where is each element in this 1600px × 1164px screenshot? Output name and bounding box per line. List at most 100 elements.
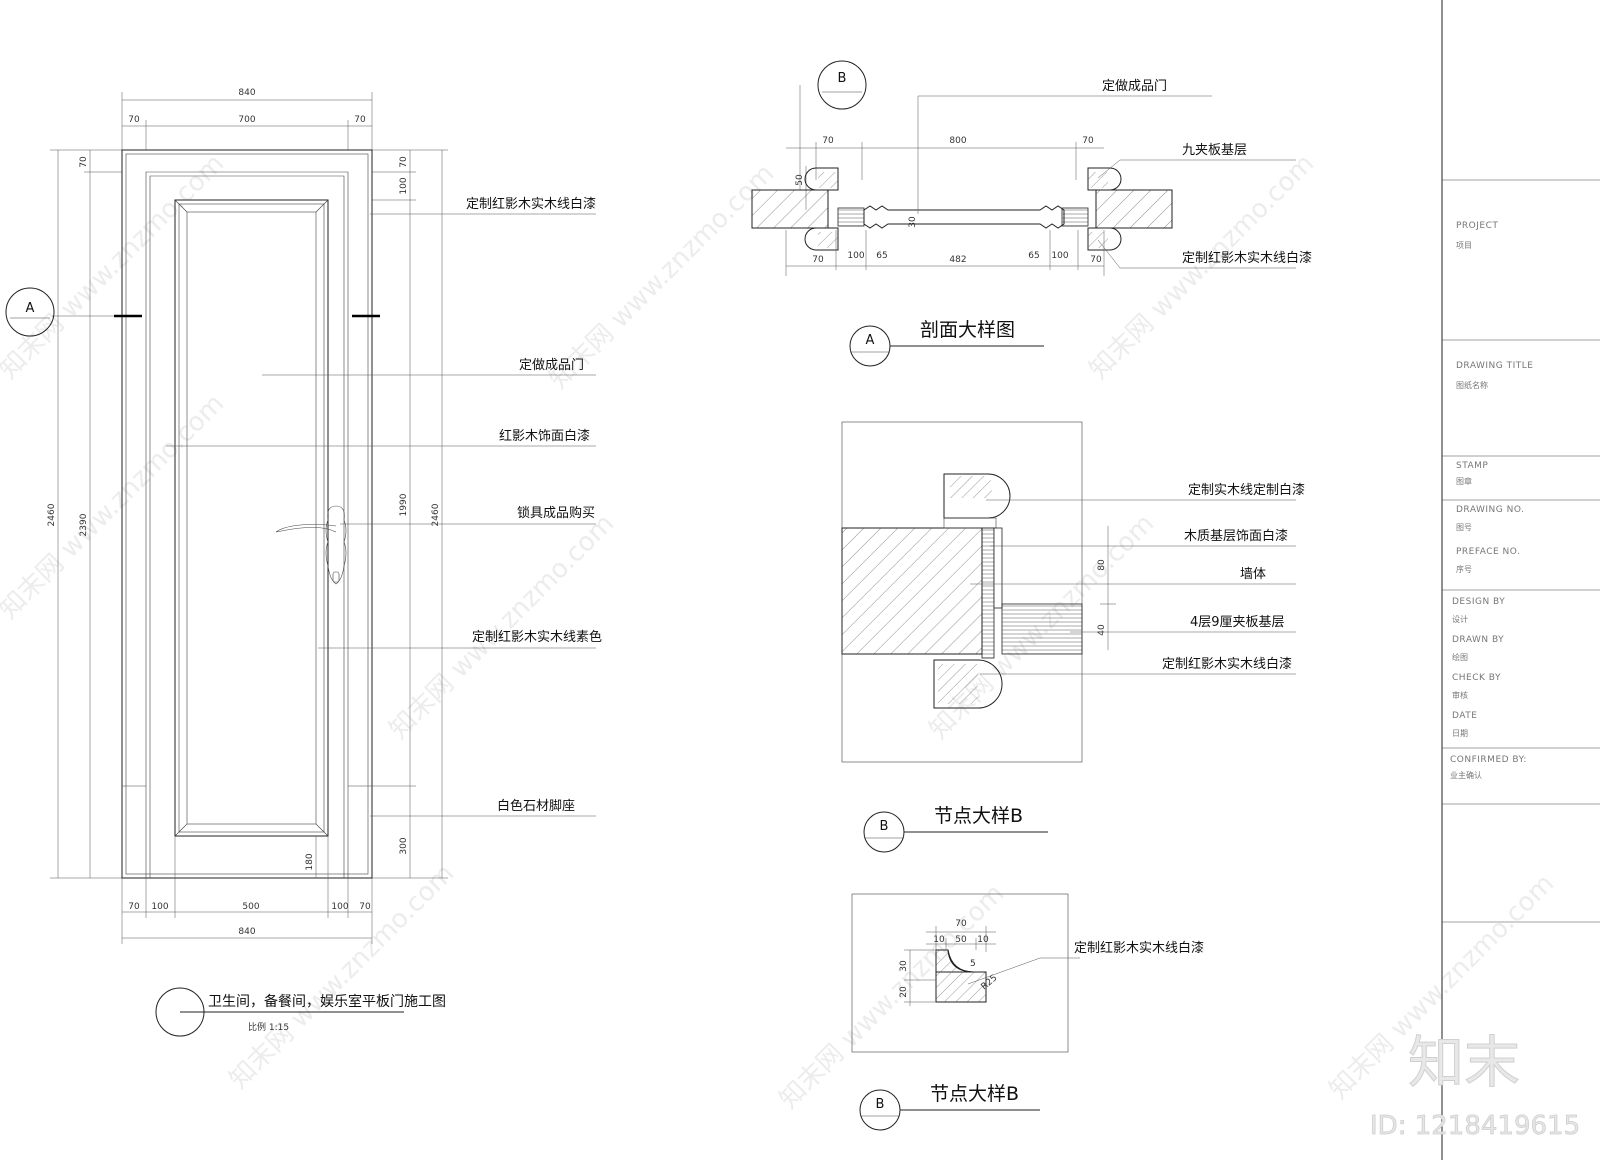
watermark-text: 知末网 www.znzmo.com — [0, 389, 230, 625]
dim-left-top: 70 — [79, 156, 89, 168]
dim-right-total: 2460 — [431, 503, 441, 526]
door-elevation: 840 70 700 70 70 2460 2390 70 100 1990 3… — [5, 88, 602, 1037]
dim-prof-left-1: 30 — [899, 960, 909, 972]
door-handle-icon — [275, 505, 347, 585]
section-a-detail: B 70 800 70 50 30 70 100 6 — [751, 60, 1312, 367]
tb-confirmed-en: CONFIRMED BY: — [1450, 755, 1527, 765]
callout-veneer: 红影木饰面白漆 — [499, 428, 590, 444]
tb-confirmed-cn: 业主确认 — [1450, 770, 1482, 780]
dim-top-middle: 700 — [238, 115, 255, 125]
dim-bottom-total: 840 — [238, 927, 255, 937]
dim-bottom-2: 100 — [151, 902, 168, 912]
callout-plinth: 白色石材脚座 — [497, 798, 575, 814]
node-b-detail-2: 70 10 50 10 30 20 R25 5 定制红影木实木线白漆 B 节点大… — [851, 893, 1204, 1131]
callout-node-moulding: 定制实木线定制白漆 — [1188, 482, 1305, 498]
dim-left-inner: 2390 — [79, 513, 89, 536]
tb-preface-cn: 序号 — [1456, 564, 1472, 574]
dim-prof-1: 10 — [933, 935, 945, 945]
watermark-layer: 知末网 www.znzmo.com 知末网 www.znzmo.com 知末网 … — [0, 149, 1560, 1115]
dim-sec-top-3: 70 — [1082, 136, 1094, 146]
dim-sec-bot-4: 482 — [949, 255, 966, 265]
elevation-title-text: 卫生间，备餐间，娱乐室平板门施工图 — [208, 993, 446, 1010]
marker-letter: B — [838, 71, 847, 86]
tb-date-en: DATE — [1452, 711, 1477, 721]
elevation-scale: 比例 1:15 — [248, 1021, 289, 1033]
callout-node-plywood: 4层9厘夹板基层 — [1190, 615, 1285, 630]
elevation-title: 卫生间，备餐间，娱乐室平板门施工图 比例 1:15 — [155, 987, 446, 1037]
section-a-title-text: 剖面大样图 — [920, 319, 1015, 341]
node-b2-title-text: 节点大样B — [930, 1083, 1019, 1105]
tb-preface-en: PREFACE NO. — [1456, 547, 1520, 557]
tb-check-en: CHECK BY — [1452, 673, 1501, 683]
dim-bottom-1: 70 — [128, 902, 140, 912]
tb-drawn-en: DRAWN BY — [1452, 635, 1504, 645]
tb-drawing-title-cn: 图纸名称 — [1456, 380, 1488, 390]
callout-door: 定做成品门 — [519, 358, 584, 373]
dim-right-bottom: 300 — [399, 837, 409, 854]
dim-sec-bot-5: 65 — [1028, 251, 1039, 261]
callout-moulding: 定制红影木实木线素色 — [472, 629, 602, 645]
dim-sec-bot-3: 65 — [876, 251, 887, 261]
callout-node-wall: 墙体 — [1240, 567, 1266, 582]
callout-node-base: 木质基层饰面白漆 — [1184, 528, 1288, 544]
tb-design-en: DESIGN BY — [1452, 597, 1505, 607]
dim-top-left: 70 — [128, 115, 140, 125]
tb-drawing-title-en: DRAWING TITLE — [1456, 361, 1533, 371]
dim-top-right: 70 — [354, 115, 366, 125]
tb-drawing-no-cn: 图号 — [1456, 523, 1472, 532]
callout-sec-plywood: 九夹板基层 — [1182, 143, 1247, 158]
dim-bottom-5: 70 — [359, 902, 371, 912]
dim-prof-small: 5 — [970, 959, 976, 969]
dim-top-total: 840 — [238, 88, 255, 98]
dim-sec-bot-2: 100 — [847, 251, 864, 261]
dim-sec-side-2: 30 — [908, 216, 918, 228]
callout-sec-door: 定做成品门 — [1102, 79, 1167, 94]
dim-node-1: 80 — [1097, 559, 1107, 571]
tb-project-en: PROJECT — [1456, 221, 1498, 231]
node-b2-title: B 节点大样B — [859, 1083, 1040, 1131]
dim-left-total: 2460 — [47, 503, 57, 526]
dim-sec-bot-7: 70 — [1090, 255, 1102, 265]
title-marker: B — [880, 819, 889, 834]
dim-prof-left-2: 20 — [899, 986, 909, 998]
section-a-title: A 剖面大样图 — [849, 319, 1044, 367]
section-marker-b: B — [799, 60, 867, 190]
tb-stamp-cn: 图章 — [1456, 476, 1472, 486]
watermark-logo-text: 知末 — [1408, 1031, 1520, 1096]
dim-prof-2: 50 — [955, 935, 967, 945]
watermark-logo: 知末 ID: 1218419615 — [1370, 1031, 1581, 1142]
tb-design-cn: 设计 — [1452, 614, 1468, 624]
dim-prof-total: 70 — [955, 919, 967, 929]
callout-node-trim: 定制红影木实木线白漆 — [1162, 656, 1292, 672]
watermark-text: 知末网 www.znzmo.com — [224, 859, 460, 1095]
watermark-text: 知末网 www.znzmo.com — [0, 149, 230, 385]
watermark-text: 知末网 www.znzmo.com — [384, 509, 620, 745]
tb-check-cn: 审核 — [1452, 690, 1468, 700]
title-block: PROJECT 项目 DRAWING TITLE 图纸名称 STAMP 图章 D… — [1441, 0, 1600, 1160]
callout-frame-trim: 定制红影木实木线白漆 — [466, 196, 596, 212]
dim-inner: 180 — [305, 853, 315, 870]
node-b1-title-text: 节点大样B — [934, 805, 1023, 827]
dim-bottom-3: 500 — [242, 902, 259, 912]
dim-sec-side-1: 50 — [795, 174, 805, 186]
dim-bottom-4: 100 — [331, 902, 348, 912]
dim-sec-top-1: 70 — [822, 136, 834, 146]
dim-right-top: 70 — [399, 156, 409, 168]
node-b1-title: B 节点大样B — [863, 805, 1048, 853]
tb-date-cn: 日期 — [1452, 729, 1468, 738]
dim-right-panel: 1990 — [399, 493, 409, 516]
watermark-id: ID: 1218419615 — [1370, 1111, 1580, 1141]
title-marker: A — [866, 333, 875, 348]
tb-stamp-en: STAMP — [1456, 461, 1488, 471]
title-marker: B — [876, 1097, 885, 1112]
callout-sec-trim: 定制红影木实木线白漆 — [1182, 250, 1312, 266]
dim-right-rail: 100 — [399, 177, 409, 194]
tb-project-cn: 项目 — [1456, 241, 1472, 250]
section-marker-a: A — [5, 287, 55, 337]
dim-sec-bot-6: 100 — [1051, 251, 1068, 261]
callout-lock: 锁具成品购买 — [517, 505, 595, 521]
dim-sec-top-2: 800 — [949, 136, 966, 146]
dim-sec-bot-1: 70 — [812, 255, 824, 265]
node-b-detail-1: 80 40 定制实木线定制白漆 木质基层饰面白漆 墙体 4层9厘夹板基层 定制红… — [841, 421, 1305, 853]
